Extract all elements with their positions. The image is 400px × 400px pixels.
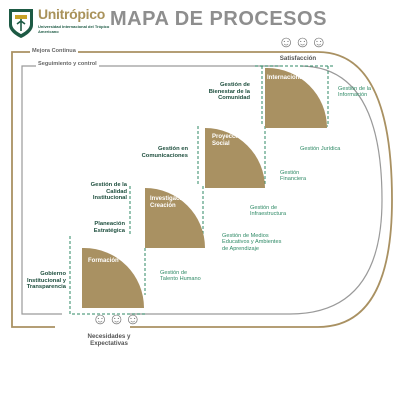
necesidades-label: Necesidades y Expectativas xyxy=(87,333,131,347)
process-informacion: Gestión de la Información xyxy=(338,86,371,99)
inner-curve-line xyxy=(130,65,383,315)
process-infraestructura: Gestión de Infraestructura xyxy=(250,205,287,218)
dashed-line-5 xyxy=(300,66,329,127)
step-proyeccion-label: Proyección Social xyxy=(212,134,245,147)
process-calidad: Gestión de la Calidad Institucional xyxy=(90,182,127,202)
process-gobierno: Gobierno Institucional y Transparencia xyxy=(26,271,66,291)
brand-name: Unitrópico xyxy=(38,6,105,22)
seguimiento-control-label: Seguimiento y control xyxy=(36,61,99,67)
step-investigacion: Investigación y Creación xyxy=(145,188,205,248)
step-proyeccion: Proyección Social xyxy=(205,128,265,188)
satisfaccion-label: Satisfacción xyxy=(279,55,317,62)
dashed-line-2 xyxy=(129,186,146,295)
step-internacionalizacion-label: Internacionalización xyxy=(267,75,325,81)
page-title: MAPA DE PROCESOS xyxy=(110,8,327,30)
outer-frame-line xyxy=(11,51,393,328)
logo-shield-icon xyxy=(9,9,33,38)
step-formacion-label: Formación xyxy=(88,258,119,264)
inner-frame-line xyxy=(21,65,280,315)
process-juridica: Gestión Jurídica xyxy=(300,146,341,152)
process-planeacion: Planeación Estratégica xyxy=(93,221,125,234)
step-investigacion-label: Investigación y Creación xyxy=(150,196,194,209)
process-financiera: Gestión Financiera xyxy=(280,170,307,183)
mejora-continua-label: Mejora Continua xyxy=(30,48,78,54)
process-comunicaciones: Gestión en Comunicaciones xyxy=(141,146,188,159)
brand-subtitle: Universidad Internacional del Trópico Am… xyxy=(38,24,110,34)
dashed-line-1 xyxy=(69,236,145,315)
dashed-line-4 xyxy=(261,66,266,186)
people-icon-top: ☺☺☺ xyxy=(278,34,328,51)
process-talento-humano: Gestión de Talento Humano xyxy=(160,270,201,283)
people-icon-bottom: ☺☺☺ xyxy=(92,311,142,328)
step-internacionalizacion: Internacionalización xyxy=(265,68,327,128)
process-medios-educativos: Gestión de Medios Educativos y Ambientes… xyxy=(222,233,282,252)
process-bienestar: Gestión de Bienestar de la Comunidad xyxy=(208,82,250,102)
